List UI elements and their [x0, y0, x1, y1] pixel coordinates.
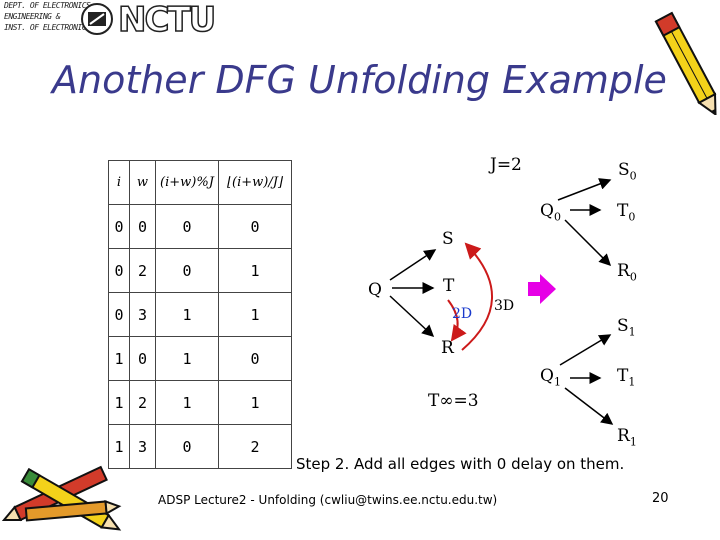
node-q0: Q0 — [540, 201, 561, 223]
edge-q0-s0 — [558, 180, 610, 200]
node-s0-sub: 0 — [630, 169, 637, 182]
edge-r-s-delay — [462, 244, 492, 350]
node-q0-sub: 0 — [554, 210, 561, 223]
page-number: 20 — [652, 491, 669, 506]
node-q1-sub: 1 — [554, 375, 561, 388]
node-r0: R0 — [617, 261, 637, 283]
node-t0-sub: 0 — [628, 210, 635, 223]
node-r: R — [441, 338, 454, 358]
node-t0: T0 — [617, 201, 635, 223]
node-q1-base: Q — [540, 366, 554, 386]
node-s0: S0 — [618, 160, 637, 182]
node-s0-base: S — [618, 160, 630, 180]
transform-arrow-icon — [528, 274, 556, 304]
delay-label-2d: 2D — [452, 306, 472, 322]
node-r0-base: R — [617, 261, 630, 281]
unfolding-factor-label: J=2 — [490, 155, 522, 175]
footer-text: ADSP Lecture2 - Unfolding (cwliu@twins.e… — [158, 493, 497, 507]
node-r1-base: R — [617, 426, 630, 446]
node-t0-base: T — [617, 201, 628, 221]
node-q: Q — [368, 280, 382, 300]
edge-q-r — [390, 296, 433, 336]
node-s: S — [442, 229, 454, 249]
node-r1: R1 — [617, 426, 637, 448]
delay-label-3d: 3D — [494, 298, 514, 314]
node-t1-base: T — [617, 366, 628, 386]
edge-q0-r0 — [565, 220, 610, 265]
node-r1-sub: 1 — [630, 435, 637, 448]
node-t1-sub: 1 — [628, 375, 635, 388]
node-t1: T1 — [617, 366, 635, 388]
node-s1: S1 — [617, 316, 636, 338]
node-s1-base: S — [617, 316, 629, 336]
node-q0-base: Q — [540, 201, 554, 221]
node-s1-sub: 1 — [629, 325, 636, 338]
node-t: T — [443, 276, 454, 296]
step-description: Step 2. Add all edges with 0 delay on th… — [296, 455, 624, 473]
edge-q1-r1 — [565, 388, 612, 424]
edge-q-s — [390, 250, 435, 280]
node-q1: Q1 — [540, 366, 561, 388]
iteration-bound: T∞=3 — [428, 391, 479, 411]
node-r0-sub: 0 — [630, 270, 637, 283]
edge-q1-s1 — [560, 335, 610, 365]
